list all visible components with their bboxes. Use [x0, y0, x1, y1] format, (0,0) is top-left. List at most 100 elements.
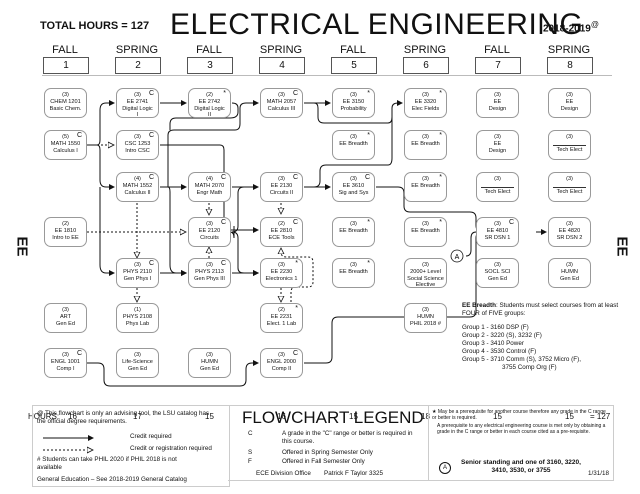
course-code: HUMN: [201, 358, 218, 365]
star-note-text: May be a prerequisite for another course…: [432, 409, 606, 421]
course-tech8b[interactable]: (3)Tech Elect: [548, 172, 591, 202]
course-breadth5a[interactable]: (3)EE Breadth*: [332, 130, 375, 160]
star-marker: *: [367, 132, 370, 139]
course-code: PHYS 2110: [123, 268, 152, 275]
course-code: MATH 2057: [266, 98, 297, 105]
course-credits: (3): [62, 92, 69, 98]
grade-c-marker: C: [292, 219, 298, 226]
star-marker: *: [367, 260, 370, 267]
course-credits: (3): [62, 307, 69, 313]
arrow-ee2742-ee2810: [169, 102, 239, 130]
course-breadth6a[interactable]: (3)EE Breadth*: [404, 130, 447, 160]
course-title: Phys Lab: [125, 320, 150, 327]
course-credits: (3): [206, 262, 213, 268]
course-code: CHEM 1201: [50, 98, 81, 105]
semester-hours-2: 17: [133, 412, 142, 421]
course-title: Electronics 1: [265, 275, 298, 282]
legend-key-f: F: [248, 458, 252, 465]
semester-number-2: 2: [115, 57, 161, 74]
semester-hours-4: 16: [277, 412, 286, 421]
course-breadth6b[interactable]: (3)EE Breadth*: [404, 172, 447, 202]
grade-c-marker: C: [220, 219, 226, 226]
grade-c-marker: C: [220, 174, 226, 181]
course-title: Sig and Sys: [338, 189, 369, 196]
semester-hours-1: 16: [68, 412, 77, 421]
course-code: EE Breadth: [339, 227, 368, 234]
course-tech7a[interactable]: (3)Tech Elect: [476, 172, 519, 202]
course-credits: (3): [206, 221, 213, 227]
course-credits: (2): [278, 307, 285, 313]
legend-right: ★ May be a prerequisite for another cour…: [428, 405, 614, 481]
dashed-arrow-label: Credit or registration required: [130, 445, 212, 452]
legend-text-c: A grade in the "C" range or better is re…: [282, 430, 413, 445]
prereq-note: A prerequisite to any electrical enginee…: [437, 423, 606, 435]
course-title: Engr Math: [196, 189, 223, 196]
semester-hours-8: 15: [565, 412, 574, 421]
legend-left: @ This flowchart is only an advising too…: [32, 405, 230, 487]
course-code: EE Breadth: [411, 227, 440, 234]
arrow-ee2120-ee2230: [231, 231, 259, 276]
course-credits: (3): [566, 262, 573, 268]
course-code: EE 1810: [54, 227, 77, 234]
course-code: EE Breadth: [339, 268, 368, 275]
breadth-group-5: Group 5 - 3710 Comm (S), 3752 Micro (F),: [462, 356, 581, 363]
course-title: Gen Ed: [560, 275, 579, 282]
page-title: ELECTRICAL ENGINEERING: [170, 8, 584, 41]
breadth-note: EE Breadth: Students must select courses…: [462, 302, 637, 372]
course-title: Design: [488, 105, 507, 112]
course-title: Intro to EE: [52, 234, 79, 241]
course-code: HUMN: [561, 268, 578, 275]
course-tech8a[interactable]: (3)Tech Elect: [548, 130, 591, 160]
course-breadth6c[interactable]: (3)EE Breadth*: [404, 217, 447, 247]
phil-note: # Students can take PHIL 2020 if PHIL 20…: [37, 456, 177, 471]
course-code: PHYS 2113: [195, 268, 224, 275]
course-title: Gen Phys III: [194, 275, 225, 282]
course-title: Basic Chem.: [49, 105, 82, 112]
course-title: Gen Ed: [56, 320, 75, 327]
course-code: EE Breadth: [411, 182, 440, 189]
course-credits: (3): [494, 221, 501, 227]
star-marker: *: [295, 305, 298, 312]
course-credits: (3): [494, 262, 501, 268]
course-credits: (3): [422, 221, 429, 227]
course-credits: (3): [206, 352, 213, 358]
course-title: Gen Phys I: [123, 275, 152, 282]
course-breadth5b[interactable]: (3)EE Breadth*: [332, 217, 375, 247]
course-credits: (3): [494, 176, 501, 182]
course-breadth5c[interactable]: (3)EE Breadth*: [332, 258, 375, 288]
